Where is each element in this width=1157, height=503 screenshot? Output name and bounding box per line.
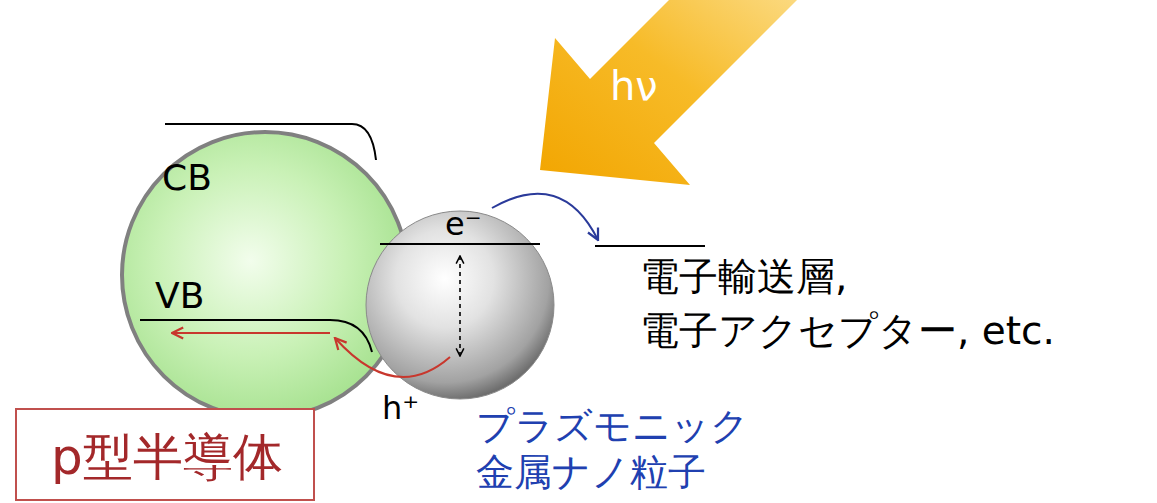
light-arrow — [520, 0, 840, 210]
nanoparticle-node: e⁻ — [365, 210, 555, 400]
particle-label: プラズモニック 金属ナノ粒子 — [476, 404, 806, 495]
carrier-label: e⁻ — [445, 208, 482, 240]
photon-label: hν — [610, 66, 658, 106]
light-node: hν — [520, 0, 840, 210]
excitation-arrow — [459, 256, 461, 356]
plasmon-level-line — [380, 243, 540, 245]
hole-injection-arrow — [335, 338, 450, 377]
band-label: CB — [162, 160, 212, 196]
acceptor-label: 電子輸送層, 電子アクセプター, etc. — [640, 250, 1110, 358]
carrier-label: h⁺ — [382, 392, 419, 424]
band-label: VB — [155, 278, 204, 314]
hole-transfer-arrow — [172, 332, 330, 334]
sphere-body — [122, 132, 408, 418]
arrow-body — [540, 0, 848, 185]
material-box: p型半導体 — [15, 408, 315, 501]
conduction-band-line — [165, 124, 376, 160]
valence-band-line — [140, 320, 372, 352]
material-label: p型半導体 — [51, 432, 283, 482]
acceptor-level-line — [595, 245, 705, 247]
semiconductor-node: CB VB — [120, 130, 410, 420]
